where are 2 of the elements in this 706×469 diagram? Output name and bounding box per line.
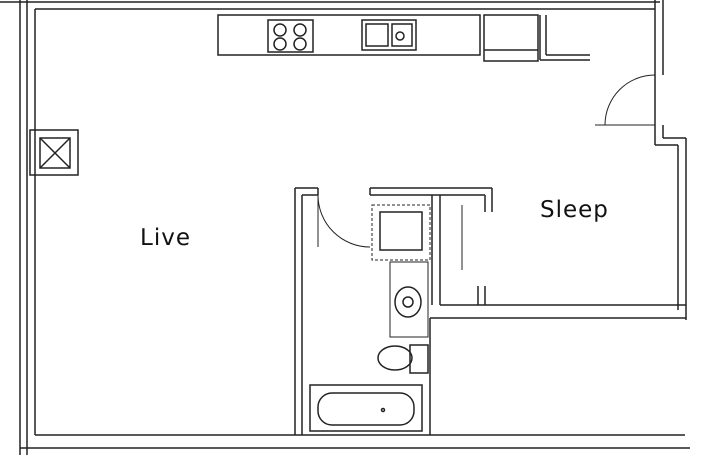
room-label: Sleep xyxy=(540,197,609,223)
room-label: Live xyxy=(140,225,191,251)
